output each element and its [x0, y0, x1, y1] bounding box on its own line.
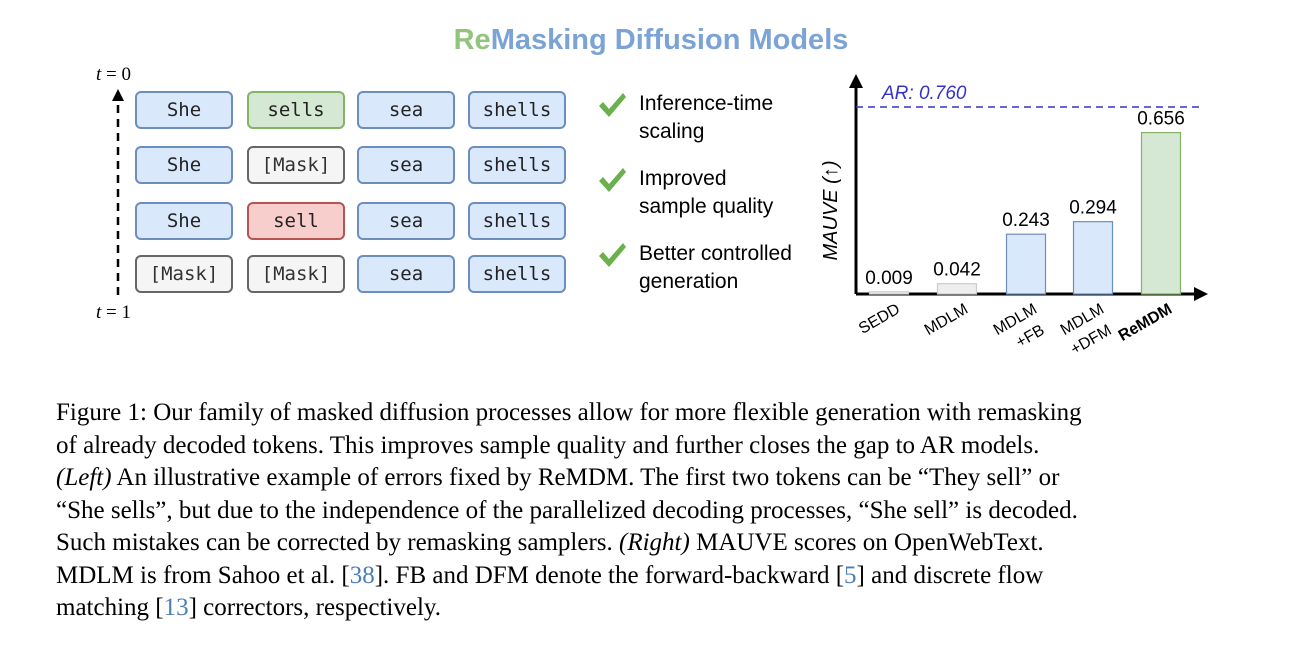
token-r3-c2: sell — [247, 202, 345, 240]
caption-text: (Right) — [619, 529, 690, 556]
y-axis-label: MAUVE (↑) — [820, 161, 842, 261]
caption-text: (Left) — [56, 464, 112, 491]
t-bottom-eq: = 1 — [101, 302, 131, 323]
token-r4-c4: shells — [468, 255, 566, 293]
t-bottom-label: t = 1 — [96, 302, 131, 324]
feature-line: Improved — [639, 167, 727, 190]
feature-text: Inference-time scaling — [639, 90, 829, 146]
time-axis-arrow — [112, 89, 124, 295]
feature-line: generation — [639, 270, 739, 293]
caption-text: ] correctors, respectively. — [188, 594, 442, 621]
bar-remdm — [1140, 131, 1182, 295]
caption-line: MDLM is from Sahoo et al. [38]. FB and D… — [56, 560, 1251, 593]
t-bottom-var: t — [96, 302, 102, 323]
feature-item: Inference-time scaling — [597, 90, 829, 146]
value-label: 0.656 — [1137, 109, 1185, 130]
reference-label: AR: 0.760 — [881, 83, 967, 104]
category-label-line: SEDD — [856, 301, 903, 338]
token-r2-c3: sea — [357, 146, 455, 184]
title-re: Re — [453, 24, 491, 56]
caption-line: “She sells”, but due to the independence… — [56, 495, 1251, 528]
caption-text: ] and discrete flow — [856, 561, 1044, 589]
category-label-line: ReMDM — [1116, 301, 1175, 345]
check-icon — [599, 168, 626, 192]
caption-line: matching [13] correctors, respectively. — [56, 592, 1251, 625]
t-top-eq: = 0 — [101, 64, 131, 85]
bar-mdlm-dfm — [1072, 221, 1114, 295]
token-r4-c1: [Mask] — [135, 255, 233, 293]
value-label: 0.042 — [933, 260, 981, 281]
feature-text: Better controlled generation — [639, 240, 829, 296]
check-icon — [599, 243, 626, 267]
y-axis-arrow — [849, 74, 863, 88]
caption-text: “She sells”, but due to the independence… — [56, 496, 1078, 524]
token-r3-c4: shells — [468, 202, 566, 240]
feature-line: sample quality — [639, 195, 774, 218]
feature-item: Improved sample quality — [597, 165, 829, 221]
caption-text: matching [ — [56, 594, 164, 621]
bar-sedd — [868, 291, 910, 295]
token-r3-c1: She — [135, 202, 233, 240]
feature-item: Better controlled generation — [597, 240, 829, 296]
feature-line: Inference-time — [639, 92, 774, 115]
category-label: MDLM+DFM — [1058, 301, 1115, 359]
category-label: MDLM — [922, 301, 971, 339]
feature-line: scaling — [639, 120, 705, 143]
caption-text: Such mistakes can be corrected by remask… — [56, 529, 620, 556]
bar-mdlm — [936, 283, 978, 295]
feature-line: Better controlled — [639, 242, 792, 265]
caption-text: MDLM is from Sahoo et al. [ — [56, 561, 350, 589]
token-r2-c4: shells — [468, 146, 566, 184]
value-label: 0.009 — [865, 268, 913, 289]
caption-text: An illustrative example of errors fixed … — [111, 464, 1060, 491]
value-label: 0.243 — [1002, 210, 1050, 231]
title-rest: Masking Diffusion Models — [490, 24, 849, 56]
caption-text: of already decoded tokens. This improves… — [56, 431, 1040, 459]
token-r2-c1: She — [135, 146, 233, 184]
caption-line: (Left) An illustrative example of errors… — [56, 462, 1251, 495]
citation-link[interactable]: 5 — [844, 561, 857, 589]
caption-line: Such mistakes can be corrected by remask… — [56, 527, 1251, 560]
token-r2-c2: [Mask] — [247, 146, 345, 184]
caption-line: of already decoded tokens. This improves… — [56, 430, 1251, 463]
citation-link[interactable]: 38 — [349, 561, 375, 589]
figure-title: ReMasking Diffusion Models — [0, 24, 1302, 57]
caption-text: Figure 1: Our family of masked diffusion… — [56, 399, 1082, 426]
caption-text: ]. FB and DFM denote the forward-backwar… — [374, 561, 845, 589]
caption-text: MAUVE scores on OpenWebText. — [689, 529, 1044, 556]
t-top-label: t = 0 — [96, 64, 131, 86]
value-label: 0.294 — [1069, 198, 1117, 219]
category-label: ReMDM — [1116, 301, 1175, 345]
category-label-line: MDLM — [922, 301, 971, 339]
category-label: MDLM+FB — [991, 301, 1048, 352]
token-r4-c2: [Mask] — [247, 255, 345, 293]
check-icon — [599, 93, 626, 117]
feature-text: Improved sample quality — [639, 165, 829, 221]
token-r3-c3: sea — [357, 202, 455, 240]
bar-mdlm-fb — [1005, 233, 1047, 295]
caption-line: Figure 1: Our family of masked diffusion… — [56, 397, 1251, 430]
t-top-var: t — [96, 64, 102, 85]
token-r1-c2: sells — [247, 91, 345, 129]
citation-link[interactable]: 13 — [163, 594, 189, 621]
category-label: SEDD — [856, 301, 903, 338]
token-r1-c4: shells — [468, 91, 566, 129]
token-r1-c3: sea — [357, 91, 455, 129]
token-r4-c3: sea — [357, 255, 455, 293]
figure-caption: Figure 1: Our family of masked diffusion… — [56, 397, 1251, 625]
x-axis-arrow — [1194, 287, 1208, 301]
token-r1-c1: She — [135, 91, 233, 129]
